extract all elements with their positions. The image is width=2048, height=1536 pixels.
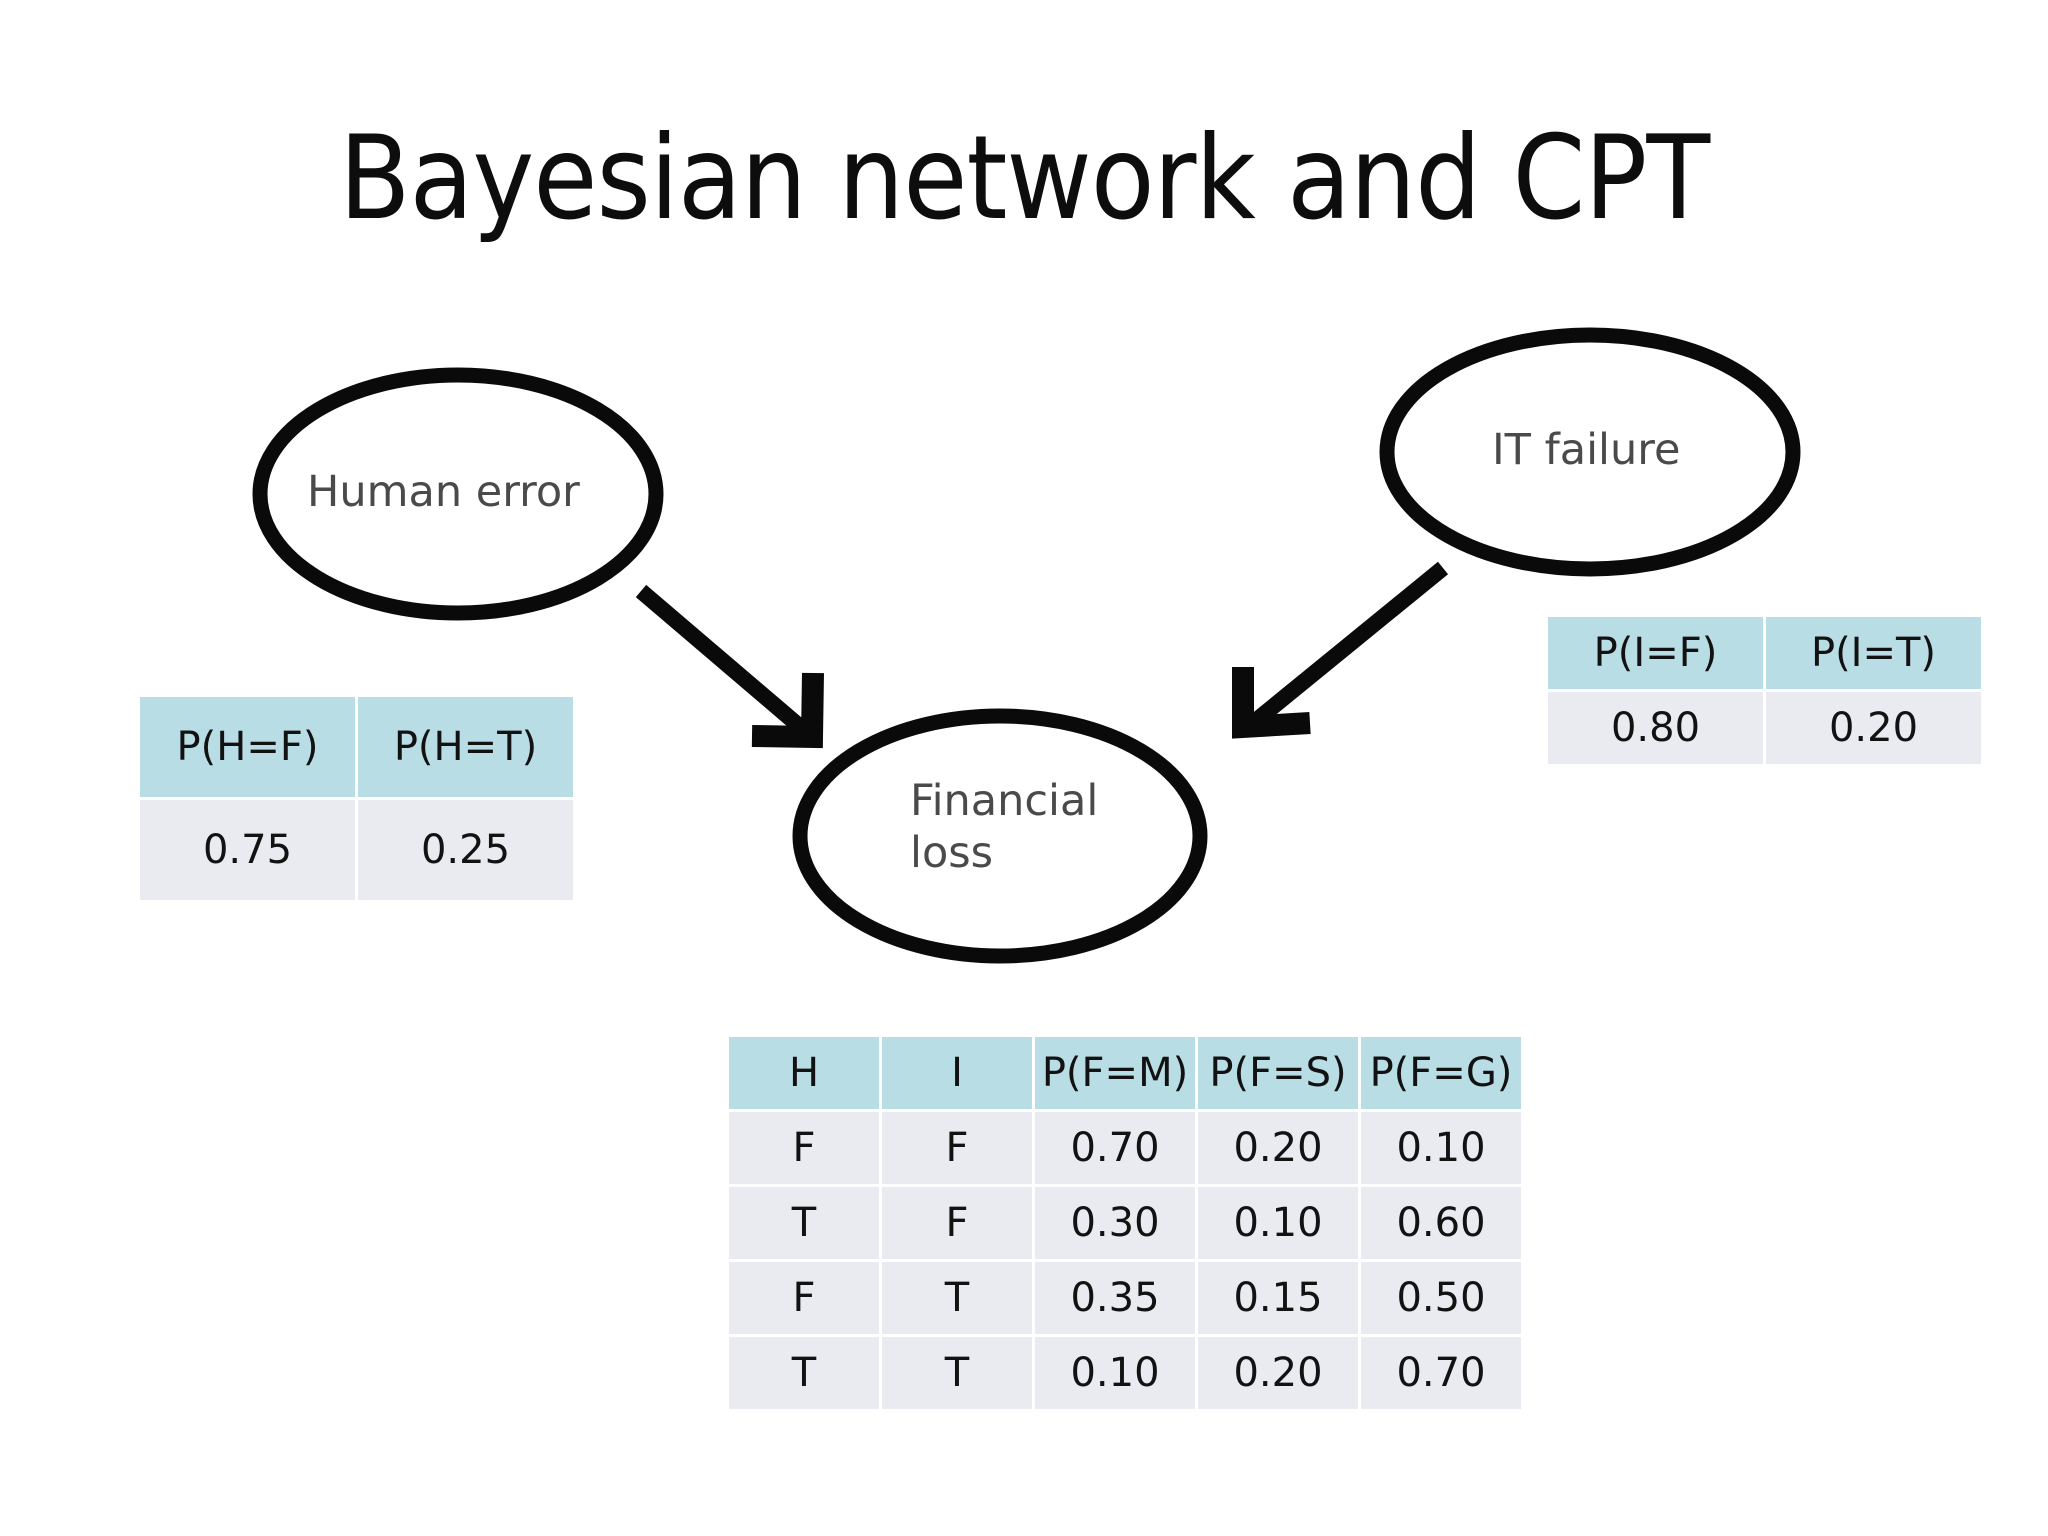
cell-i: F <box>882 1112 1032 1184</box>
cell-p-f-s: 0.20 <box>1198 1337 1358 1409</box>
cell-p-f-s: 0.20 <box>1198 1112 1358 1184</box>
cell-h: F <box>729 1262 879 1334</box>
table-human-error-prior: P(H=F) P(H=T) 0.75 0.25 <box>137 694 576 903</box>
column-header-h: H <box>729 1037 879 1109</box>
cell-p-f-s: 0.15 <box>1198 1262 1358 1334</box>
cell-p-h-t-value: 0.25 <box>358 800 573 900</box>
table-it-failure-prior: P(I=F) P(I=T) 0.80 0.20 <box>1545 614 1984 767</box>
column-header-p-i-t: P(I=T) <box>1766 617 1981 689</box>
cell-i: T <box>882 1262 1032 1334</box>
edge-human-error-to-financial-loss <box>635 584 824 749</box>
table-row: F T 0.35 0.15 0.50 <box>729 1262 1521 1334</box>
node-label-human-error: Human error <box>307 467 580 517</box>
table-row: 0.75 0.25 <box>140 800 573 900</box>
cell-p-f-m: 0.30 <box>1035 1187 1195 1259</box>
cell-p-f-m: 0.70 <box>1035 1112 1195 1184</box>
table-row: T T 0.10 0.20 0.70 <box>729 1337 1521 1409</box>
node-label-financial-loss: Financial loss <box>910 776 1099 879</box>
column-header-i: I <box>882 1037 1032 1109</box>
page-title: Bayesian network and CPT <box>338 111 1710 246</box>
column-header-p-f-m: P(F=M) <box>1035 1037 1195 1109</box>
column-header-p-h-f: P(H=F) <box>140 697 355 797</box>
column-header-p-h-t: P(H=T) <box>358 697 573 797</box>
cell-p-i-t-value: 0.20 <box>1766 692 1981 764</box>
table-row: 0.80 0.20 <box>1548 692 1981 764</box>
cell-h: T <box>729 1187 879 1259</box>
node-label-it-failure: IT failure <box>1492 425 1681 475</box>
table-header-row: P(I=F) P(I=T) <box>1548 617 1981 689</box>
cell-i: F <box>882 1187 1032 1259</box>
table-header-row: H I P(F=M) P(F=S) P(F=G) <box>729 1037 1521 1109</box>
table-header-row: P(H=F) P(H=T) <box>140 697 573 797</box>
cell-p-f-s: 0.10 <box>1198 1187 1358 1259</box>
cell-p-f-m: 0.10 <box>1035 1337 1195 1409</box>
cell-p-f-m: 0.35 <box>1035 1262 1195 1334</box>
table-financial-loss-cpt: H I P(F=M) P(F=S) P(F=G) F F 0.70 0.20 0… <box>726 1034 1524 1412</box>
cell-p-f-g: 0.70 <box>1361 1337 1521 1409</box>
cell-p-f-g: 0.50 <box>1361 1262 1521 1334</box>
cell-h: T <box>729 1337 879 1409</box>
cell-p-f-g: 0.10 <box>1361 1112 1521 1184</box>
edge-it-failure-to-financial-loss <box>1232 561 1449 739</box>
cell-h: F <box>729 1112 879 1184</box>
cell-p-h-f-value: 0.75 <box>140 800 355 900</box>
cell-p-i-f-value: 0.80 <box>1548 692 1763 764</box>
column-header-p-i-f: P(I=F) <box>1548 617 1763 689</box>
cell-p-f-g: 0.60 <box>1361 1187 1521 1259</box>
column-header-p-f-s: P(F=S) <box>1198 1037 1358 1109</box>
cell-i: T <box>882 1337 1032 1409</box>
table-row: F F 0.70 0.20 0.10 <box>729 1112 1521 1184</box>
column-header-p-f-g: P(F=G) <box>1361 1037 1521 1109</box>
table-row: T F 0.30 0.10 0.60 <box>729 1187 1521 1259</box>
